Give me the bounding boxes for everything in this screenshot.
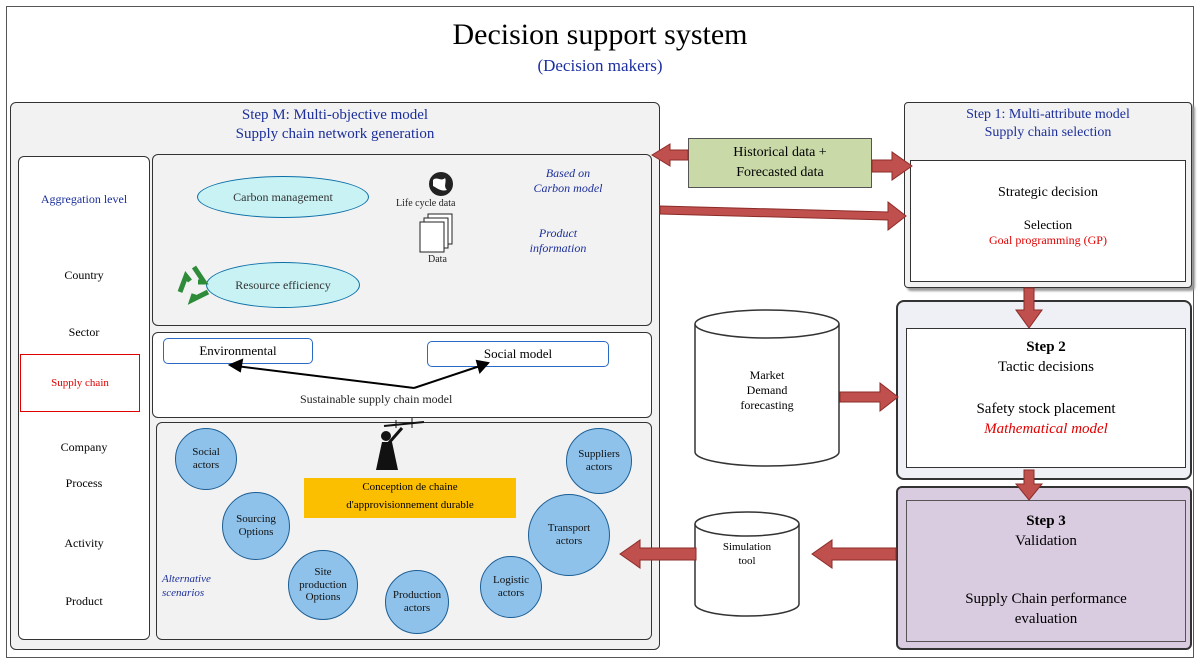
circle-production-l2: actors bbox=[403, 602, 431, 614]
market-label: Market bbox=[749, 368, 785, 382]
product-info-note-line1: Product bbox=[538, 226, 578, 240]
circle-transport-l1: Transport bbox=[547, 522, 591, 535]
selection-label: Selection bbox=[1023, 217, 1073, 232]
arrow-step-m-to-step1 bbox=[659, 200, 907, 232]
circle-suppliers-l1: Suppliers bbox=[578, 448, 620, 461]
arrow-to-step1-top bbox=[871, 151, 913, 181]
arrow-step3-to-sim bbox=[811, 539, 897, 569]
step-m-title-line2: Supply chain network generation bbox=[235, 126, 435, 142]
step2-inner: Step 2 Tactic decisions Safety stock pla… bbox=[906, 328, 1186, 468]
level-activity: Activity bbox=[64, 536, 104, 550]
product-info-note: Product information bbox=[508, 226, 608, 256]
aggregation-level-title: Aggregation level bbox=[40, 192, 128, 206]
aggregation-levels-panel bbox=[18, 156, 150, 640]
step2-subtitle: Tactic decisions bbox=[998, 359, 1094, 375]
resource-efficiency-ellipse: Resource efficiency bbox=[206, 262, 360, 308]
alternative-scenarios-label: Alternative scenarios bbox=[162, 572, 252, 600]
goal-programming-label: Goal programming (GP) bbox=[989, 233, 1107, 247]
level-product: Product bbox=[65, 594, 103, 608]
step3-inner: Step 3 Validation Supply Chain performan… bbox=[906, 500, 1186, 642]
strategic-decision-label: Strategic decision bbox=[998, 185, 1098, 200]
circle-sourcing-l1: Sourcing bbox=[236, 513, 276, 526]
carbon-model-note-line1: Based on bbox=[545, 166, 591, 180]
demand-label: Demand bbox=[746, 383, 788, 397]
circle-site-l3: Options bbox=[305, 591, 341, 604]
forecasted-data-label: Forecasted data bbox=[736, 165, 824, 180]
sc-performance-label: Supply Chain performance bbox=[965, 591, 1127, 607]
circle-site-l1: Site bbox=[314, 566, 332, 579]
circle-sourcing-l2: Options bbox=[238, 526, 274, 538]
recycle-icon bbox=[177, 265, 210, 305]
step2-title: Step 2 bbox=[1026, 339, 1066, 355]
arrow-step1-to-step2 bbox=[1015, 287, 1043, 329]
arrow-step2-to-step3 bbox=[1014, 469, 1044, 501]
step3-subtitle: Validation bbox=[1015, 533, 1077, 549]
step1-title-line1: Step 1: Multi-attribute model bbox=[966, 107, 1130, 122]
simulation-db-label: Simulation tool bbox=[697, 540, 797, 568]
arrow-sim-to-step-m bbox=[619, 539, 697, 569]
forecasting-label: forecasting bbox=[740, 398, 794, 412]
tool-label: tool bbox=[738, 555, 756, 567]
center-label-box: Conception de chaine d'approvisionnement… bbox=[304, 478, 516, 518]
step-m-title: Step M: Multi-objective model Supply cha… bbox=[150, 106, 520, 144]
data-label: Data bbox=[428, 254, 447, 265]
step-m-title-line1: Step M: Multi-objective model bbox=[241, 107, 429, 123]
level-process: Process bbox=[65, 476, 103, 490]
historical-forecast-box: Historical data + Forecasted data bbox=[688, 138, 872, 188]
arrow-to-step-m bbox=[651, 143, 689, 167]
circle-production-l1: Production bbox=[392, 589, 442, 602]
social-model-box: Social model bbox=[427, 341, 609, 367]
market-db-label: Market Demand forecasting bbox=[700, 368, 834, 413]
center-label-line1: Conception de chaine bbox=[362, 481, 458, 493]
carbon-management-ellipse: Carbon management bbox=[197, 176, 369, 218]
level-country: Country bbox=[64, 268, 104, 282]
mathematical-model-label: Mathematical model bbox=[984, 421, 1108, 437]
level-supply-chain-label: Supply chain bbox=[51, 377, 109, 389]
life-cycle-data-label: Life cycle data bbox=[396, 198, 456, 209]
environmental-box: Environmental bbox=[163, 338, 313, 364]
circle-social-l1: Social bbox=[192, 446, 220, 459]
decision-maker-icon bbox=[376, 418, 425, 470]
alternative-label-line2: scenarios bbox=[162, 587, 205, 599]
page-subtitle: (Decision makers) bbox=[537, 56, 663, 75]
center-label-line2: d'approvisionnement durable bbox=[346, 499, 474, 511]
level-supply-chain: Supply chain bbox=[20, 354, 140, 412]
simulation-label: Simulation bbox=[722, 541, 772, 553]
alternative-label-line1: Alternative bbox=[162, 573, 211, 585]
market-database-icon bbox=[694, 309, 840, 467]
evaluation-label: evaluation bbox=[1014, 611, 1078, 627]
page-title: Decision support system bbox=[452, 18, 748, 51]
step1-title-line2: Supply chain selection bbox=[984, 125, 1112, 140]
circle-logistic-l2: actors bbox=[497, 587, 525, 599]
product-info-note-line2: information bbox=[529, 241, 587, 255]
step3-title: Step 3 bbox=[1026, 513, 1066, 529]
carbon-model-note-line2: Carbon model bbox=[533, 181, 603, 195]
historical-data-label: Historical data + bbox=[733, 145, 827, 160]
globe-icon bbox=[429, 172, 453, 196]
arrow-db-to-step2 bbox=[839, 381, 899, 413]
circle-site-l2: production bbox=[299, 578, 347, 591]
safety-stock-label: Safety stock placement bbox=[976, 401, 1116, 417]
circle-transport-l2: actors bbox=[555, 535, 583, 547]
circle-logistic-l1: Logistic bbox=[492, 574, 530, 587]
level-sector: Sector bbox=[68, 325, 100, 339]
circle-suppliers-l2: actors bbox=[585, 461, 613, 473]
step1-title: Step 1: Multi-attribute model Supply cha… bbox=[906, 106, 1190, 142]
sustainable-model-caption: Sustainable supply chain model bbox=[300, 392, 453, 406]
documents-icon bbox=[419, 213, 453, 253]
carbon-model-note: Based on Carbon model bbox=[518, 166, 618, 196]
circle-social-l2: actors bbox=[192, 459, 220, 471]
simulation-database-icon bbox=[694, 511, 800, 617]
level-company: Company bbox=[60, 440, 108, 454]
step1-inner: Strategic decision Selection Goal progra… bbox=[910, 160, 1186, 282]
